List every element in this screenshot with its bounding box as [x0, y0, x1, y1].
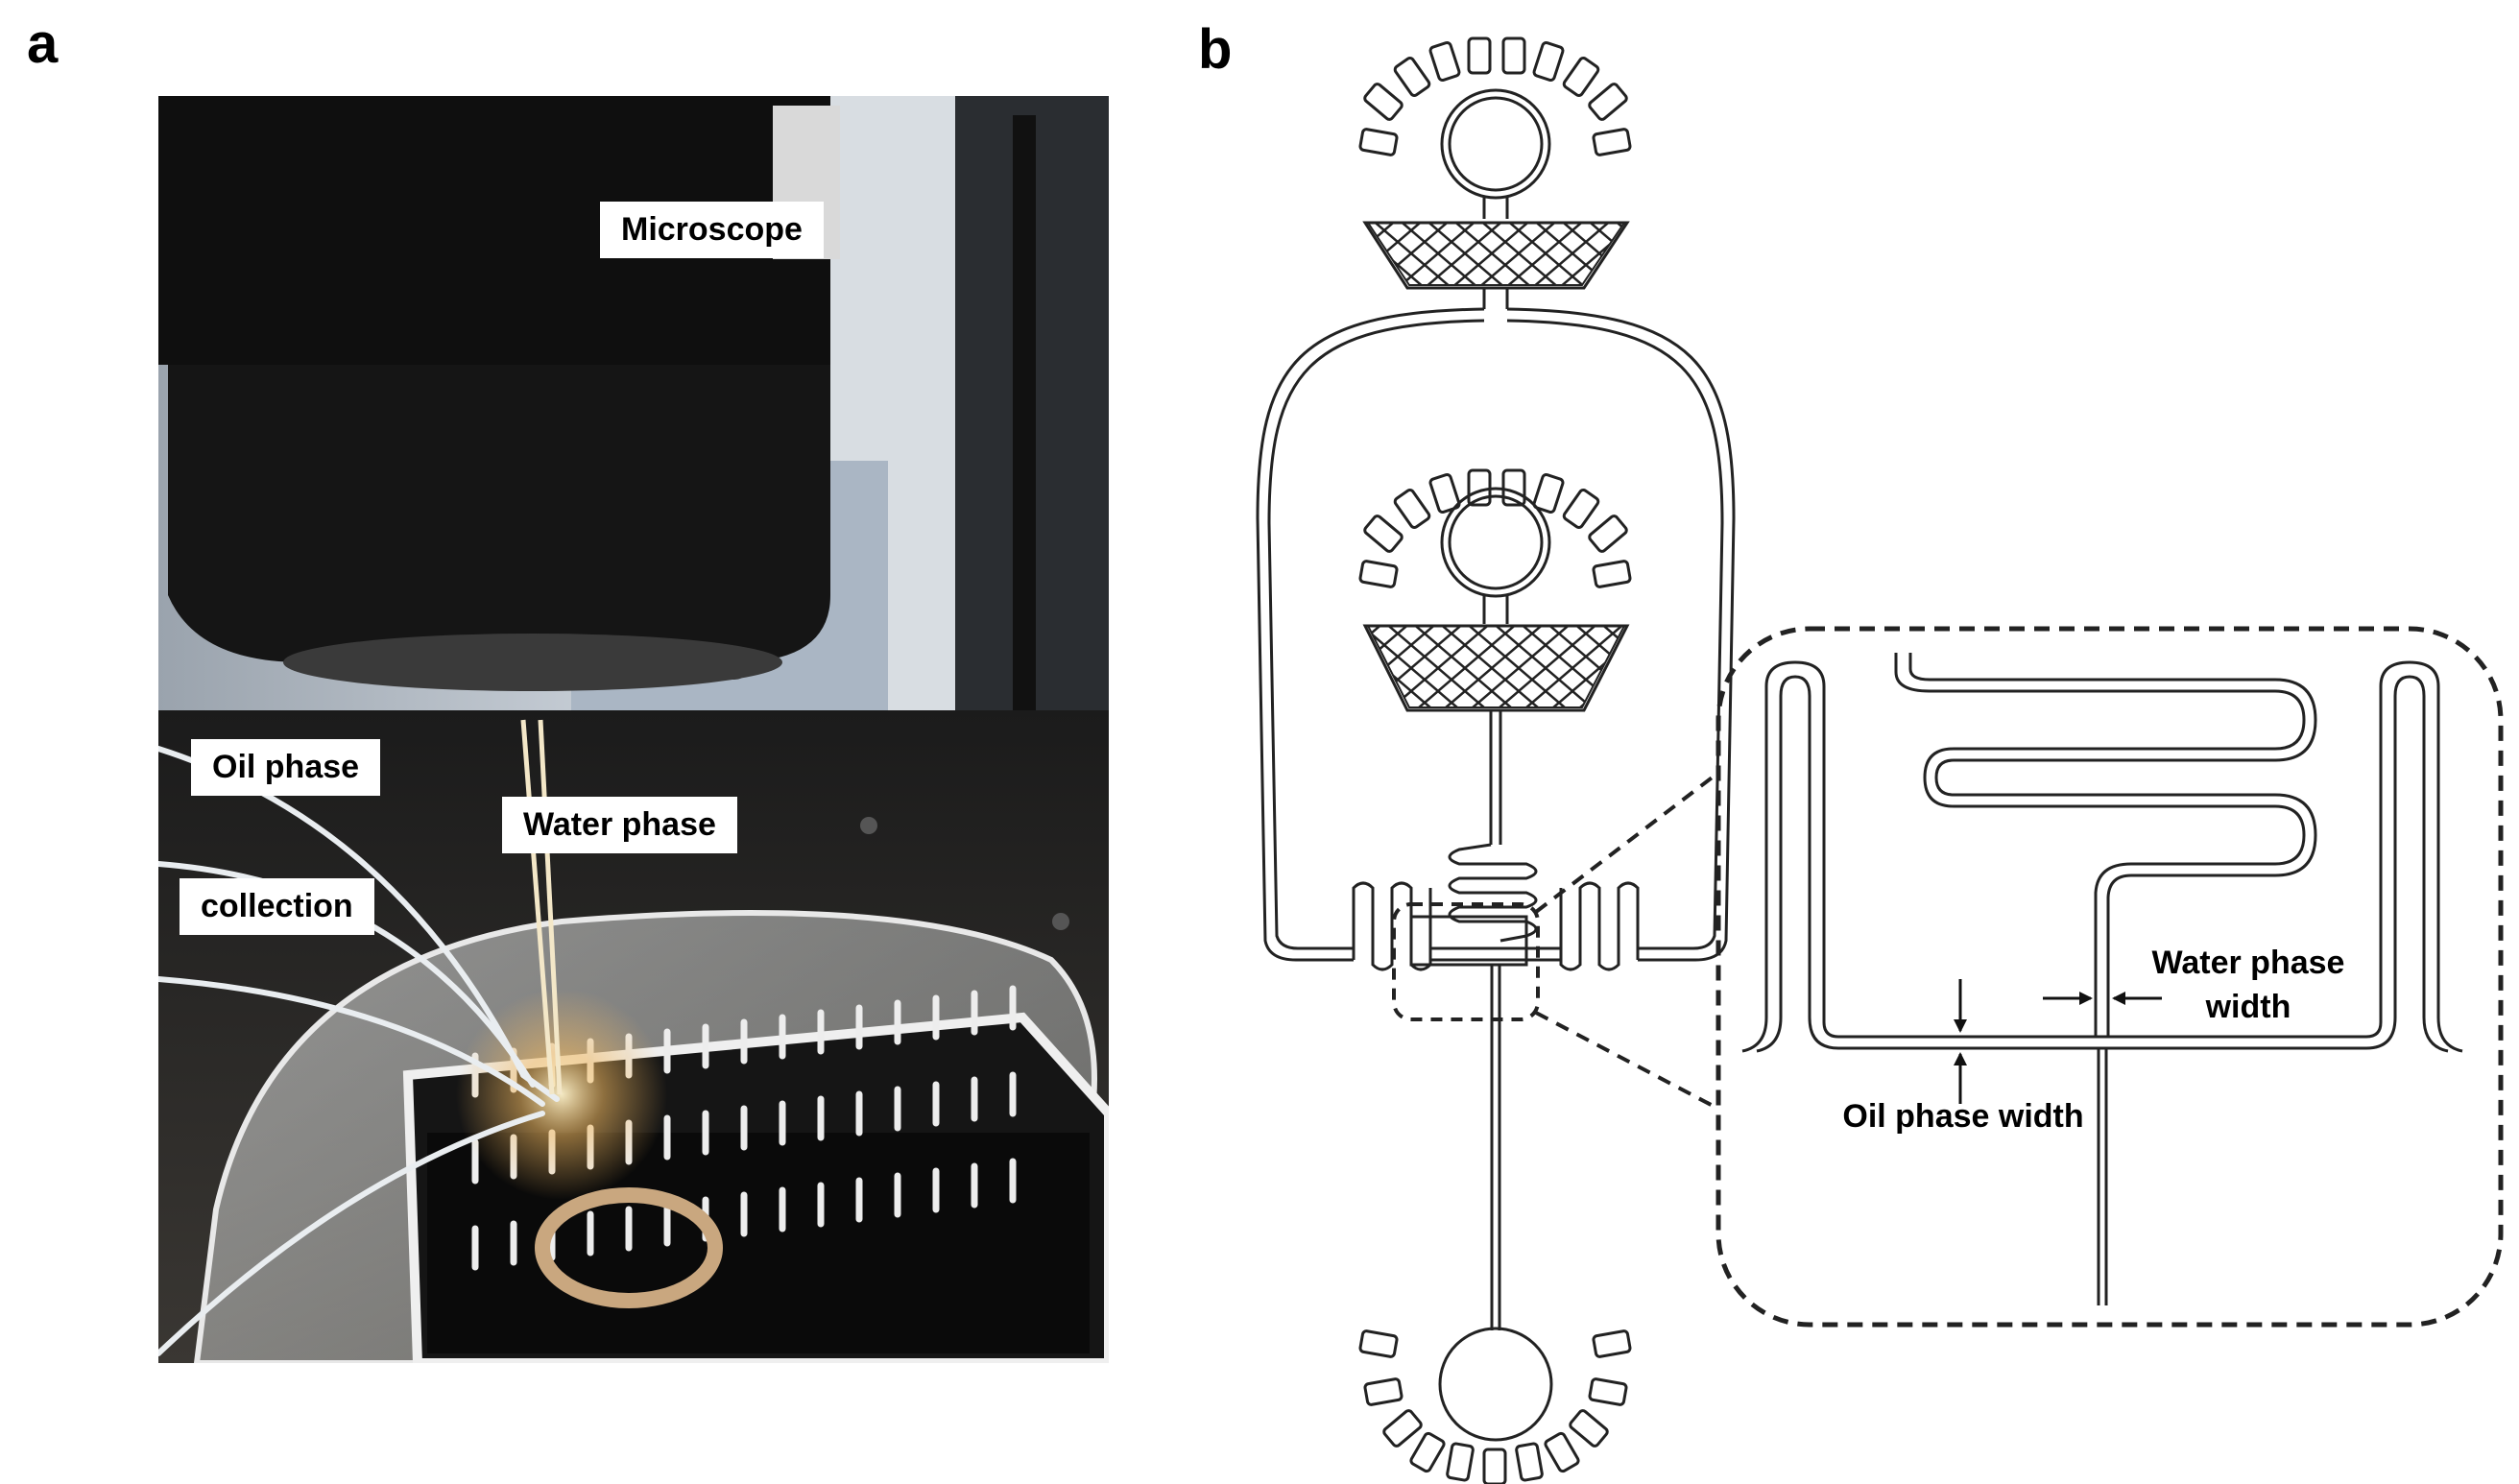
panel-letter-a: a	[27, 12, 59, 75]
middle-inlet-pillars	[1358, 468, 1632, 588]
bottom-outlet	[1358, 1327, 1632, 1484]
inset-right-coil	[2102, 660, 2463, 1053]
water-phase-width-line1: Water phase	[2151, 945, 2345, 981]
right-side-coils	[1559, 881, 1640, 971]
microscope-label: Microscope	[600, 202, 824, 258]
middle-inlet	[1358, 468, 1632, 943]
outer-loop-channel	[1256, 307, 1736, 962]
zoom-inset-border	[1715, 626, 2504, 1328]
top-inlet	[1358, 36, 1632, 309]
water-phase-width-line2: width	[2205, 989, 2291, 1025]
oil-phase-width-label: Oil phase width	[1842, 1098, 2084, 1135]
water-phase-label: Water phase	[502, 797, 737, 853]
oil-phase-label: Oil phase	[191, 739, 381, 796]
top-inlet-pillars	[1358, 36, 1632, 156]
setup-photo-illustration	[158, 96, 1109, 1363]
bottom-outlet-pillars	[1358, 1329, 1632, 1484]
panel-letter-b: b	[1198, 18, 1233, 81]
outlet-channel	[1490, 965, 1501, 1330]
left-side-coils	[1352, 881, 1432, 971]
setup-photo: Microscope Oil phase Water phase collect…	[158, 96, 1109, 1363]
collection-label: collection	[180, 878, 374, 935]
inset-left-coil	[1741, 660, 2102, 1053]
water-phase-width-label: Water phase width	[2143, 941, 2354, 1029]
junction-box	[1409, 915, 1528, 967]
inset-outlet-channel	[2097, 1048, 2108, 1305]
inset-water-serpentine	[1894, 653, 2317, 1037]
